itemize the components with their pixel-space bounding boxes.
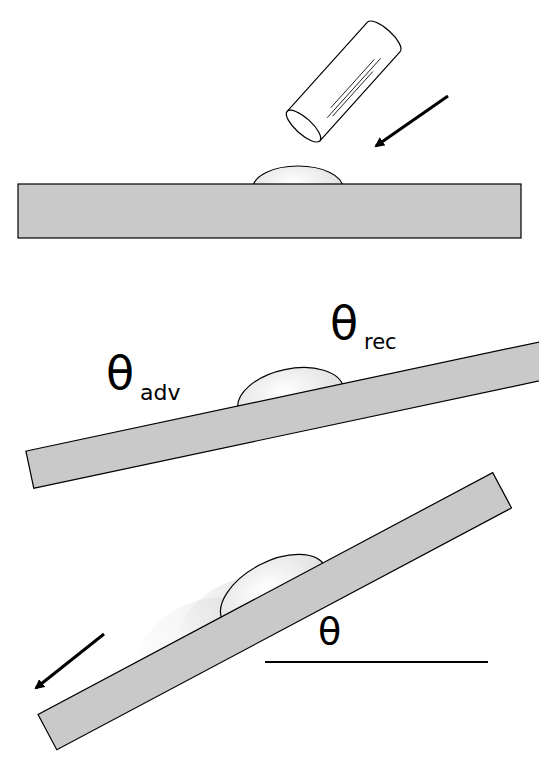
tilted-substrate	[20, 317, 539, 489]
angle-subscript: adv	[140, 382, 180, 404]
motion-arrow	[376, 96, 448, 146]
angle-symbol: θ	[106, 350, 134, 396]
motion-arrow	[36, 634, 104, 688]
angle-symbol: θ	[330, 300, 358, 346]
angle-symbol: θ	[318, 612, 341, 650]
substrate	[18, 184, 521, 238]
syringe	[282, 16, 406, 147]
horizontal-reference	[265, 661, 488, 663]
angle-subscript: rec	[364, 332, 397, 353]
sliding-droplet	[25, 448, 512, 750]
